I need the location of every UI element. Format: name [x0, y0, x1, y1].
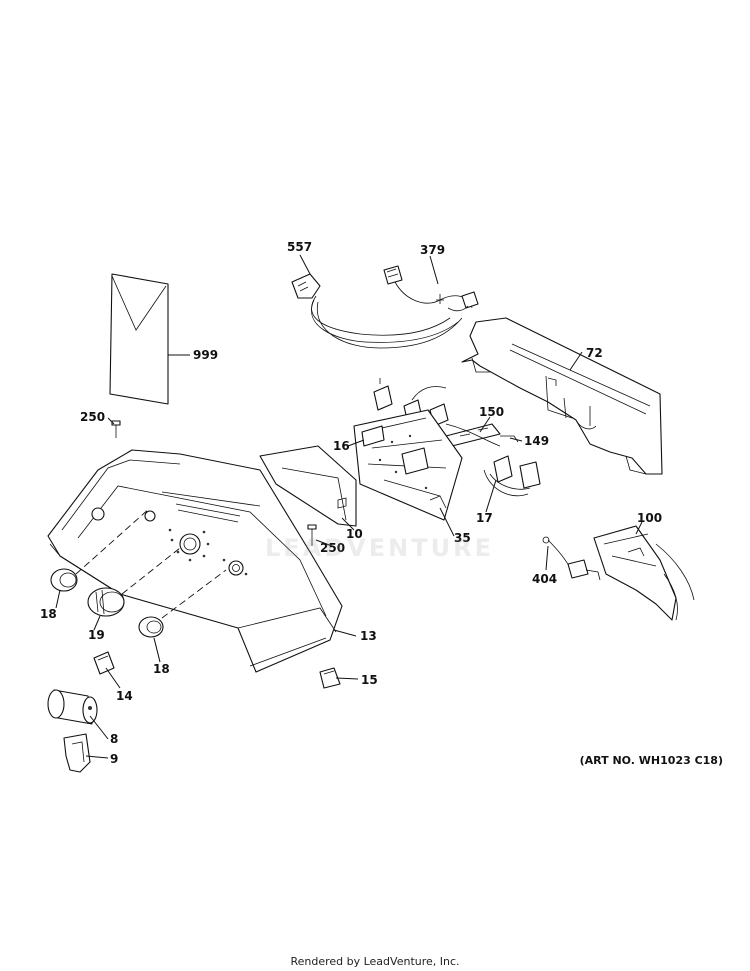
art-number: (ART NO. WH1023 C18) — [579, 754, 723, 767]
button-part-15 — [319, 667, 341, 689]
capacitor-part — [47, 689, 98, 725]
callout-35: 35 — [454, 531, 471, 545]
callout-8: 8 — [110, 732, 118, 746]
control-board-part — [353, 409, 463, 521]
callout-10: 10 — [346, 527, 363, 541]
callout-labels: 557 379 999 72 150 149 250 16 17 100 10 … — [40, 240, 662, 766]
callout-379: 379 — [420, 243, 445, 257]
lid-lock-part — [542, 525, 695, 621]
knob-part-center — [87, 587, 125, 617]
knob-part-right — [138, 616, 164, 638]
callout-250-top: 250 — [80, 410, 105, 424]
watermark: LEADVENTURE — [265, 534, 494, 562]
control-panel-body-part — [47, 449, 343, 673]
callout-149: 149 — [524, 434, 549, 448]
clip-part — [63, 733, 91, 773]
wire-harness-part — [291, 265, 479, 349]
callout-19: 19 — [88, 628, 105, 642]
callout-9: 9 — [110, 752, 118, 766]
footer-credit: Rendered by LeadVenture, Inc. — [290, 955, 460, 968]
callout-404: 404 — [532, 572, 557, 586]
callout-150: 150 — [479, 405, 504, 419]
callout-16: 16 — [333, 439, 350, 453]
callout-13: 13 — [360, 629, 377, 643]
callout-999: 999 — [193, 348, 218, 362]
control-panel-bracket-part — [461, 317, 663, 475]
callout-17: 17 — [476, 511, 493, 525]
knob-part-left — [50, 568, 78, 592]
callout-18-left: 18 — [40, 607, 57, 621]
callout-15: 15 — [361, 673, 378, 687]
callout-100: 100 — [637, 511, 662, 525]
leader-lines — [55, 254, 643, 759]
callout-250-bottom: 250 — [320, 541, 345, 555]
callout-18-right: 18 — [153, 662, 170, 676]
panel-cover-part — [259, 445, 357, 527]
callout-14: 14 — [116, 689, 133, 703]
callout-72: 72 — [586, 346, 603, 360]
owners-manual-part — [109, 273, 169, 405]
callout-557: 557 — [287, 240, 312, 254]
button-part-14 — [93, 651, 115, 675]
